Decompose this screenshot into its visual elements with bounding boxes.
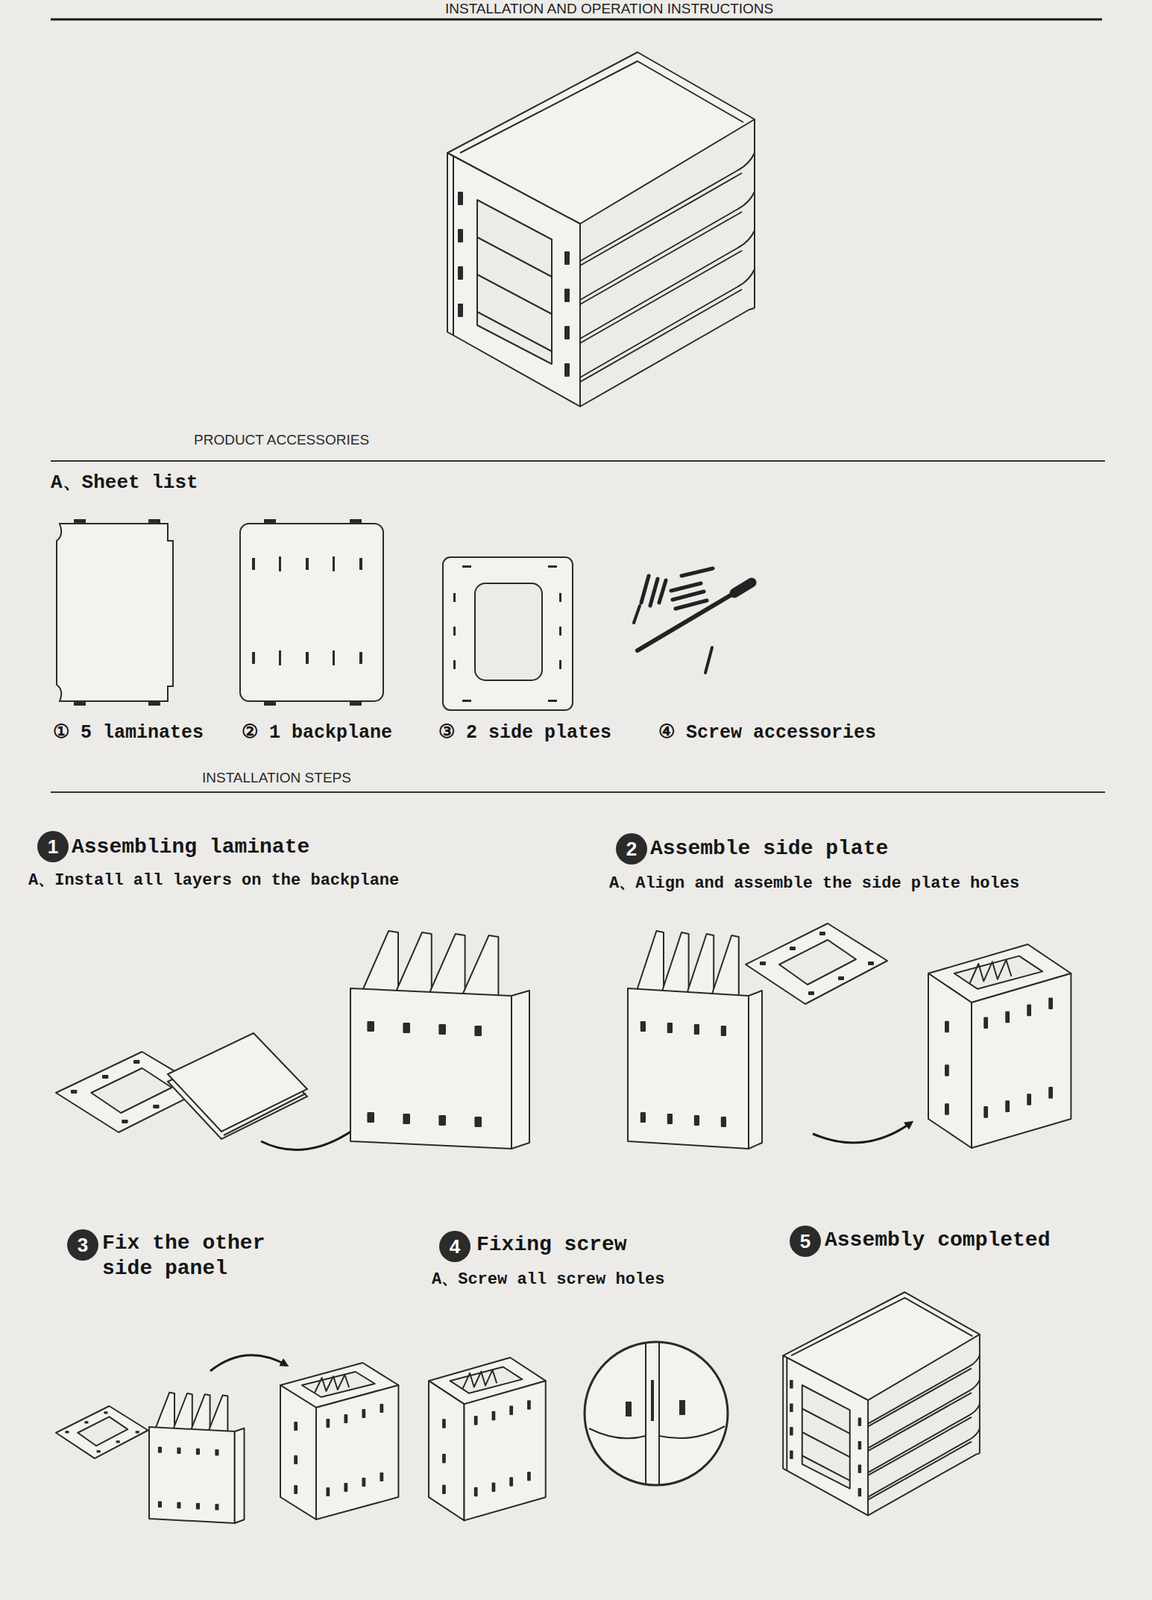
top-rule — [50, 18, 1103, 21]
step-instruction: A、Install all layers on the backplane — [28, 870, 399, 891]
step-heading: Fixing screw — [476, 1231, 628, 1258]
list-heading: A、Sheet list — [50, 471, 199, 495]
laminate-frame — [350, 930, 530, 1149]
step-number: 3 — [77, 1234, 88, 1255]
section-heading: PRODUCT ACCESSORIES — [193, 431, 370, 449]
step-heading: Fix the other side panel — [102, 1230, 304, 1281]
step-number-circle: 2 — [615, 832, 648, 865]
part-caption: ④ Screw accessories — [658, 721, 877, 745]
step-arrow — [812, 1122, 912, 1143]
screw-detail-magnifier — [584, 1341, 728, 1485]
organizer-drawing — [447, 52, 755, 407]
step-arrow — [260, 1127, 357, 1150]
section-rule — [50, 791, 1106, 793]
step-number-circle: 3 — [67, 1228, 99, 1261]
assembled-frame — [428, 1357, 546, 1520]
part-caption: ① 5 laminates — [52, 721, 204, 745]
step-instruction: A、Screw all screw holes — [431, 1269, 665, 1290]
organizer-drawing — [782, 1291, 980, 1515]
side-plate-flat — [55, 1405, 149, 1458]
step-heading: Assembling laminate — [71, 834, 310, 860]
step-number-circle: 5 — [789, 1225, 821, 1257]
part-caption: ② 1 backplane — [241, 721, 393, 745]
sheet-title: INSTALLATION AND OPERATION INSTRUCTIONS — [445, 0, 774, 18]
step-number: 4 — [449, 1236, 461, 1256]
laminate-frame — [149, 1392, 245, 1523]
step-heading: Assemble side plate — [650, 835, 889, 862]
step-number: 1 — [47, 836, 59, 856]
step-heading: Assembly completed — [824, 1227, 1050, 1253]
side-plate-part — [442, 556, 573, 710]
step-number-circle: 4 — [439, 1230, 471, 1262]
backplane-part — [240, 519, 384, 705]
step-number: 2 — [626, 838, 637, 859]
section-heading: INSTALLATION STEPS — [202, 769, 352, 787]
laminate-frame — [627, 930, 763, 1149]
step-arrow — [210, 1354, 287, 1371]
screw-parts — [633, 568, 752, 673]
side-plate-flat — [745, 923, 888, 1004]
assembled-frame — [280, 1362, 399, 1519]
laminate-stack — [167, 1032, 308, 1139]
step-number-circle: 1 — [37, 830, 69, 862]
laminate-part — [56, 519, 173, 705]
assembled-frame — [928, 943, 1071, 1148]
part-caption: ③ 2 side plates — [438, 721, 612, 745]
section-rule — [50, 460, 1106, 462]
step-instruction: A、Align and assemble the side plate hole… — [609, 873, 1020, 894]
step-number: 5 — [800, 1231, 811, 1251]
